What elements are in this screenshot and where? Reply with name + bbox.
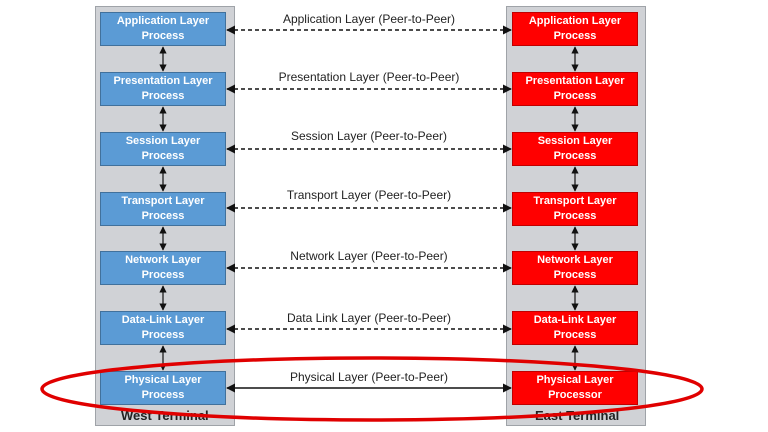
east-data-link-layer-box: Data-Link Layer Process <box>512 311 638 345</box>
east-session-layer-box: Session Layer Process <box>512 132 638 166</box>
peer-label-data-link: Data Link Layer (Peer-to-Peer) <box>286 311 452 325</box>
west-transport-layer-box: Transport Layer Process <box>100 192 226 226</box>
west-physical-layer-box: Physical Layer Process <box>100 371 226 405</box>
east-transport-layer-box: Transport Layer Process <box>512 192 638 226</box>
peer-label-presentation: Presentation Layer (Peer-to-Peer) <box>278 70 460 84</box>
peer-label-network: Network Layer (Peer-to-Peer) <box>290 249 448 263</box>
east-application-layer-box: Application Layer Process <box>512 12 638 46</box>
east-physical-layer-box: Physical Layer Processor <box>512 371 638 405</box>
west-presentation-layer-box: Presentation Layer Process <box>100 72 226 106</box>
east-network-layer-box: Network Layer Process <box>512 251 638 285</box>
peer-label-session: Session Layer (Peer-to-Peer) <box>290 129 448 143</box>
peer-label-application: Application Layer (Peer-to-Peer) <box>282 12 456 26</box>
peer-label-transport: Transport Layer (Peer-to-Peer) <box>286 188 452 202</box>
physical-layer-highlight-ellipse <box>40 356 704 422</box>
east-presentation-layer-box: Presentation Layer Process <box>512 72 638 106</box>
west-application-layer-box: Application Layer Process <box>100 12 226 46</box>
west-session-layer-box: Session Layer Process <box>100 132 226 166</box>
west-data-link-layer-box: Data-Link Layer Process <box>100 311 226 345</box>
peer-label-physical: Physical Layer (Peer-to-Peer) <box>289 370 449 384</box>
west-network-layer-box: Network Layer Process <box>100 251 226 285</box>
